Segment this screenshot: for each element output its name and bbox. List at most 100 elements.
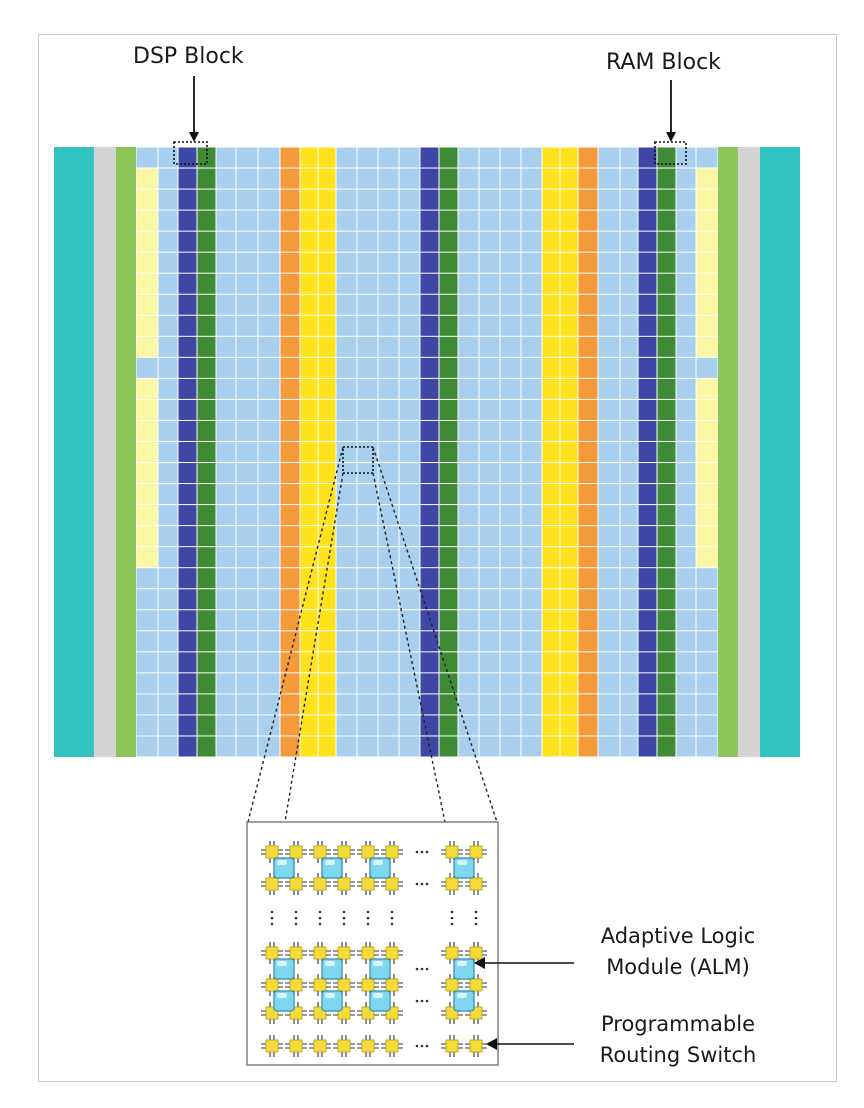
fabric-cell <box>657 399 676 420</box>
fabric-cell <box>197 210 216 231</box>
routing-switch-icon <box>381 1035 403 1057</box>
fabric-cell <box>357 168 378 189</box>
routing-switch-callout-line2: Routing Switch <box>599 1043 757 1067</box>
logic-cell <box>136 652 158 673</box>
fabric-cell <box>439 694 458 715</box>
fabric-cell <box>258 568 280 589</box>
fabric-cell <box>458 484 479 505</box>
fabric-cell <box>439 589 458 610</box>
fabric-cell <box>280 610 300 631</box>
fabric-cell <box>236 252 258 273</box>
logic-cell <box>696 631 718 652</box>
ram-column <box>197 147 216 757</box>
routing-switch-icon <box>441 1035 463 1057</box>
pale-yellow-cell <box>696 484 718 505</box>
fabric-cell <box>420 168 439 189</box>
logic-column <box>676 147 696 757</box>
fabric-cell <box>178 273 197 294</box>
fabric-cell <box>598 210 620 231</box>
fabric-cell <box>357 441 378 463</box>
fabric-cell <box>676 715 696 736</box>
fabric-cell <box>676 231 696 252</box>
fabric-cell <box>178 357 197 378</box>
fabric-cell <box>258 294 280 315</box>
fabric-cell <box>657 610 676 631</box>
fabric-cell <box>500 210 521 231</box>
fabric-cell <box>620 736 638 757</box>
fabric-cell <box>676 378 696 399</box>
fabric-cell <box>458 631 479 652</box>
logic-cell <box>136 147 158 168</box>
fabric-cell <box>357 736 378 757</box>
fabric-cell <box>378 168 399 189</box>
alm-icon <box>273 990 295 1012</box>
fabric-cell <box>676 694 696 715</box>
fabric-cell <box>560 589 578 610</box>
fabric-cell <box>578 273 598 294</box>
pale-yellow-cell <box>136 441 158 463</box>
fabric-cell <box>578 189 598 210</box>
fabric-cell <box>479 336 500 357</box>
fabric-cell <box>318 231 336 252</box>
fabric-cell <box>521 231 542 252</box>
pale-yellow-cell <box>696 210 718 231</box>
fabric-cell <box>458 399 479 420</box>
fabric-cell <box>578 441 598 463</box>
pale-yellow-cell <box>136 526 158 547</box>
fabric-cell <box>318 694 336 715</box>
fabric-cell <box>500 547 521 568</box>
fabric-cell <box>560 484 578 505</box>
fabric-cell <box>357 147 378 168</box>
fabric-cell <box>500 484 521 505</box>
routing-switch-icon <box>357 873 379 895</box>
fabric-cell <box>300 294 318 315</box>
logic-column <box>598 147 620 757</box>
fabric-cell <box>638 252 657 273</box>
pale-yellow-cell <box>136 484 158 505</box>
fabric-cell <box>399 484 420 505</box>
fabric-cell <box>336 252 357 273</box>
fabric-cell <box>439 399 458 420</box>
logic-cell <box>136 694 158 715</box>
routing-switch-callout-arrow <box>486 1038 574 1050</box>
fabric-cell <box>620 463 638 484</box>
fabric-cell <box>420 694 439 715</box>
fabric-cell <box>280 463 300 484</box>
fabric-cell <box>598 673 620 694</box>
routing-switch-icon <box>261 974 283 996</box>
fabric-cell <box>479 526 500 547</box>
fabric-cell <box>236 231 258 252</box>
fabric-cell <box>399 715 420 736</box>
fabric-cell <box>178 631 197 652</box>
fabric-cell <box>521 589 542 610</box>
fabric-cell <box>521 420 542 441</box>
fabric-cell <box>676 252 696 273</box>
fabric-cell <box>598 189 620 210</box>
pale-yellow-cell <box>696 315 718 336</box>
fabric-cell <box>378 357 399 378</box>
fabric-cell <box>521 441 542 463</box>
logic-column <box>458 147 479 757</box>
fabric-cell <box>399 399 420 420</box>
fabric-cell <box>542 315 560 336</box>
fabric-cell <box>676 147 696 168</box>
fabric-cell <box>439 315 458 336</box>
ellipsis-vertical <box>270 910 478 926</box>
fabric-cell <box>479 673 500 694</box>
fabric-cell <box>216 252 236 273</box>
routing-switch-icon <box>357 1035 379 1057</box>
fabric-cell <box>521 399 542 420</box>
routing-switch-icon <box>333 942 355 964</box>
yellow-column <box>542 147 560 757</box>
fabric-cell <box>336 168 357 189</box>
fabric-cell <box>560 336 578 357</box>
fabric-cell <box>318 547 336 568</box>
logic-cell <box>696 673 718 694</box>
alm-callout-line1: Adaptive Logic <box>600 924 756 948</box>
routing-switch-icon <box>261 1035 283 1057</box>
fabric-cell <box>676 210 696 231</box>
fabric-cell <box>458 273 479 294</box>
routing-switch-icon <box>285 942 307 964</box>
fabric-cell <box>598 526 620 547</box>
fabric-cell <box>439 336 458 357</box>
